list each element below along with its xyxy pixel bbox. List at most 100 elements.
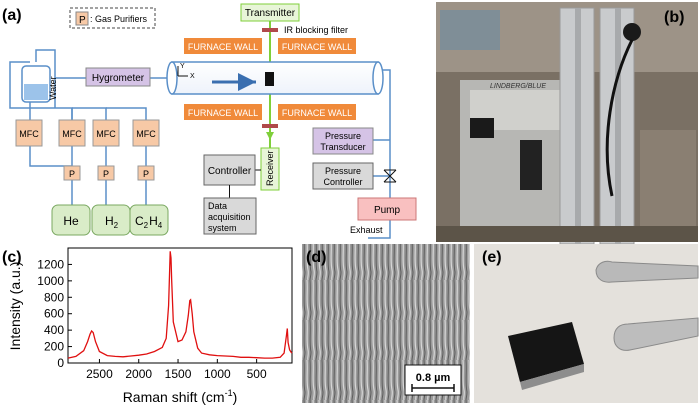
pressure-transducer-label2: Transducer — [320, 142, 365, 152]
sample-substrate — [520, 364, 584, 390]
ir-filter-top — [262, 28, 278, 32]
furnace-wall-label: FURNACE WALL — [188, 108, 258, 118]
y-tick-label: 400 — [44, 323, 64, 337]
cable — [605, 39, 634, 197]
legend-symbol-text: P — [79, 15, 86, 26]
raman-spectrum-line — [67, 251, 293, 359]
controller-label: Controller — [208, 166, 252, 177]
photo-b-floor — [436, 226, 698, 242]
panel-d-sem: 0.8 µm (d) — [302, 244, 470, 403]
mfc-label: MFC — [96, 129, 116, 139]
daq-label-line2: acquisition — [208, 212, 251, 222]
panel-label-c: (c) — [2, 249, 22, 266]
tube-end-right — [372, 61, 384, 95]
x-tick-label: 1500 — [165, 367, 192, 381]
warning-labels — [520, 140, 542, 190]
purifier-label: P — [103, 169, 109, 179]
daq-label-line1: Data — [208, 201, 227, 211]
plot-frame — [67, 247, 293, 364]
panel-label-b: (b) — [664, 9, 684, 26]
purifier-label: P — [143, 169, 149, 179]
rack-post-groove — [575, 8, 581, 244]
y-axis-label: Intensity (a.u.) — [7, 262, 23, 351]
x-ticks: 2500 2000 1500 1000 500 — [86, 359, 267, 381]
mfc-water — [15, 119, 43, 147]
furnace-wall-label: FURNACE WALL — [282, 42, 352, 52]
axis-y-label: Y — [180, 63, 185, 70]
x-tick-label: 500 — [247, 367, 267, 381]
hygrometer-label: Hygrometer — [92, 73, 145, 84]
data-acquisition-system — [203, 197, 257, 235]
pressure-transducer — [312, 127, 374, 155]
purifier-label: P — [69, 169, 75, 179]
valve-icon — [383, 169, 397, 183]
photo-b-bench — [640, 130, 696, 230]
panel-label-d: (d) — [306, 249, 326, 266]
exhaust-label: Exhaust — [350, 225, 383, 235]
furnace-wall-bottom-left — [184, 104, 262, 120]
water-label: Water — [48, 76, 58, 100]
furnace-wall-top-right — [278, 38, 356, 54]
furnace-brand-text: LINDBERG/BLUE — [490, 83, 546, 90]
x-tick-label: 2000 — [125, 367, 152, 381]
purifier-h2 — [97, 165, 115, 181]
ir-filter-label: IR blocking filter — [284, 25, 348, 35]
purifier-c2h4 — [137, 165, 155, 181]
pressure-controller — [312, 162, 374, 190]
scale-bar-box — [404, 364, 462, 396]
laser-arrow — [266, 132, 274, 140]
tweezer-bottom — [613, 317, 699, 351]
panel-b-photo: LINDBERG/BLUE (b) — [436, 2, 698, 245]
panel-label-e: (e) — [482, 249, 502, 266]
cable-mount — [623, 23, 641, 41]
mfc-units: MFC MFC MFC MFC — [15, 119, 160, 147]
ir-filter-bottom — [262, 124, 278, 128]
tank-he — [51, 204, 91, 236]
tank-c2h4-label: C2H4 — [135, 214, 163, 230]
receiver — [260, 147, 280, 191]
transmitter-label: Transmitter — [245, 8, 296, 19]
axes-icon: Y X — [177, 63, 195, 80]
water-level — [24, 84, 48, 100]
pressure-controller-label2: Controller — [323, 177, 362, 187]
y-tick-label: 600 — [44, 307, 64, 321]
sample — [265, 72, 274, 86]
panel-label-a: (a) — [2, 7, 22, 24]
gas-lines — [9, 49, 391, 239]
receiver-label: Receiver — [265, 150, 275, 186]
pump — [357, 197, 417, 221]
purifier-he — [63, 165, 81, 181]
mfc-label: MFC — [19, 129, 39, 139]
pressure-transducer-label1: Pressure — [325, 131, 361, 141]
mfc-he — [58, 119, 86, 147]
tank-c2h4 — [129, 204, 169, 236]
scale-bar-label: 0.8 µm — [416, 372, 451, 384]
y-tick-label: 800 — [44, 290, 64, 304]
tank-he-label: He — [63, 214, 79, 228]
furnace-walls: FURNACE WALL FURNACE WALL FURNACE WALL F… — [184, 38, 356, 120]
furnace-wall-label: FURNACE WALL — [282, 108, 352, 118]
hygrometer — [85, 67, 151, 87]
x-tick-label: 2500 — [86, 367, 113, 381]
mfc-c2h4 — [132, 119, 160, 147]
x-tick-label: 1000 — [204, 367, 231, 381]
y-tick-label: 200 — [44, 340, 64, 354]
tank-h2-label: H2 — [105, 214, 119, 230]
y-tick-label: 0 — [57, 356, 64, 370]
y-tick-label: 1000 — [37, 274, 64, 288]
mfc-h2 — [92, 119, 120, 147]
mfc-label: MFC — [136, 129, 156, 139]
reactor-tube — [171, 61, 379, 95]
mfc-label: MFC — [62, 129, 82, 139]
purifier-units: P P P — [63, 165, 155, 181]
photo-b-window — [440, 10, 500, 50]
furnace-wall-top-left — [184, 38, 262, 54]
x-axis-label: Raman shift (cm-1) — [123, 388, 238, 405]
cnt-sample — [508, 322, 584, 382]
panel-e-photo: (e) — [474, 244, 699, 403]
furnace-wall-label: FURNACE WALL — [188, 42, 258, 52]
tube-opening — [470, 118, 494, 138]
